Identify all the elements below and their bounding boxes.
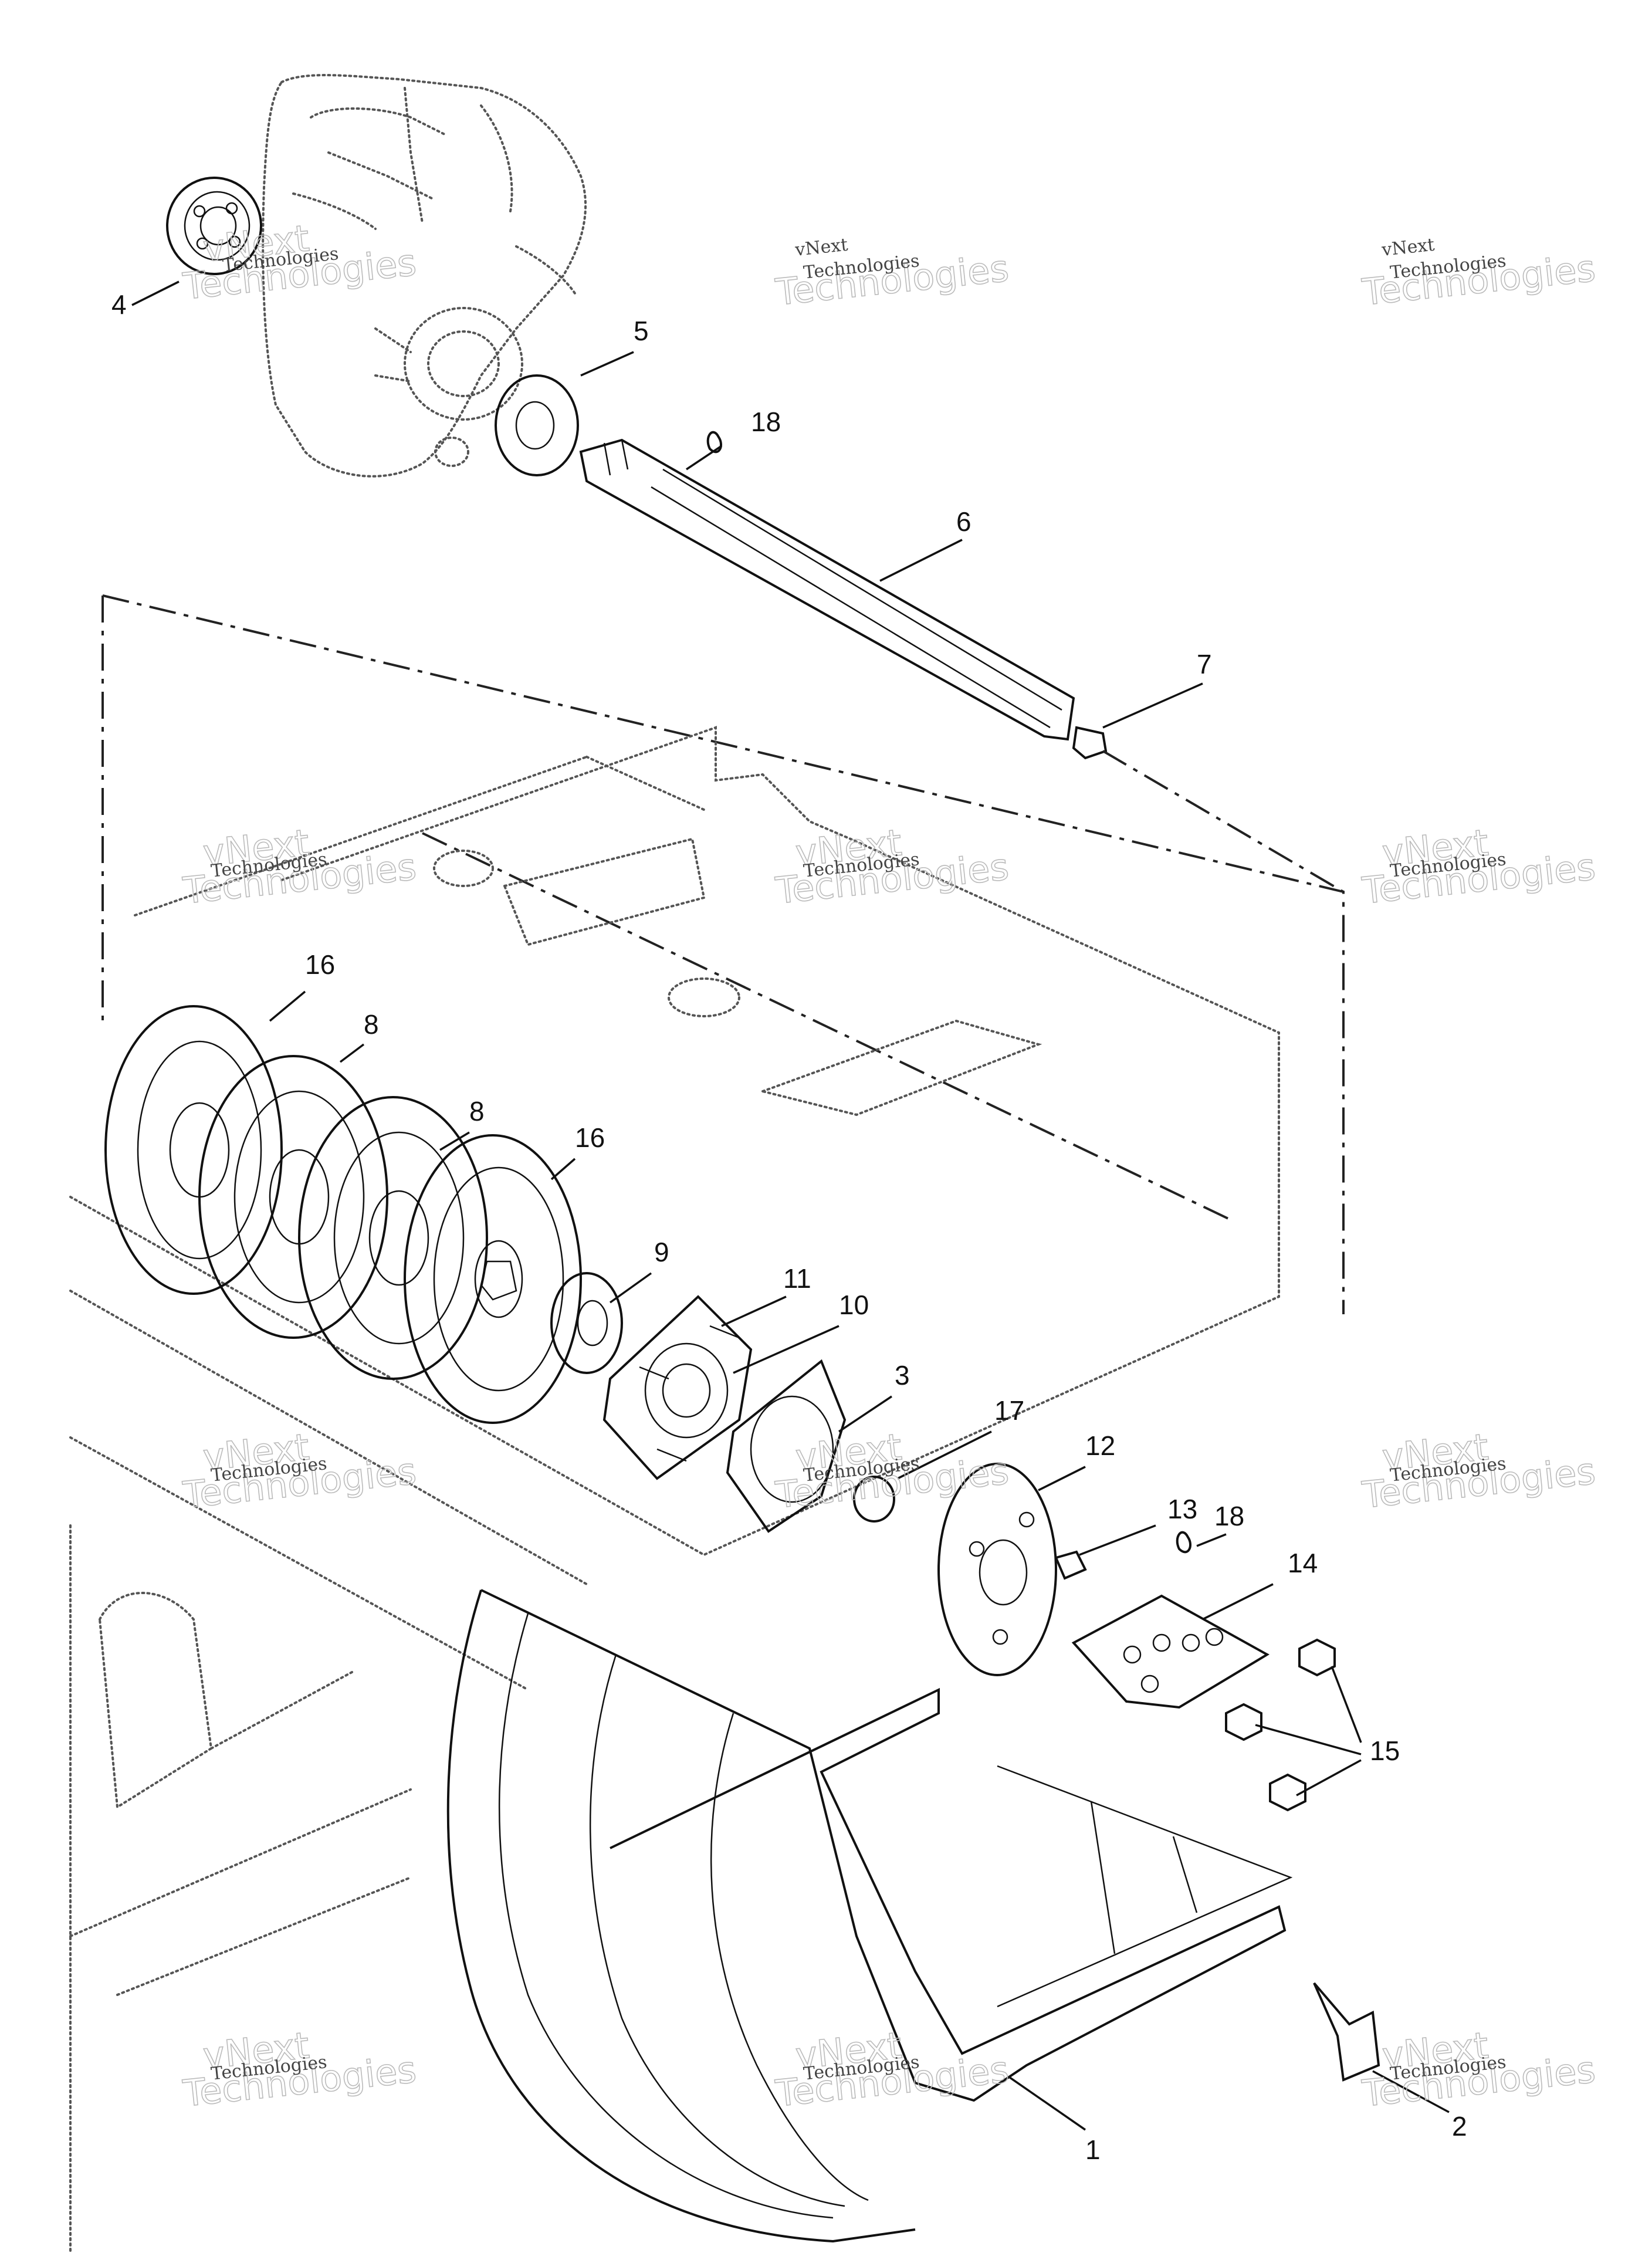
callout-16-left: 16 xyxy=(305,949,335,980)
callout-11: 11 xyxy=(783,1263,811,1294)
watermark-bottom-left: vNext Technologies Technologies xyxy=(180,2023,418,2115)
callout-13: 13 xyxy=(1167,1494,1197,1524)
drive-shaft-6 xyxy=(579,438,1075,741)
callout-17: 17 xyxy=(994,1395,1024,1426)
callout-18-bottom: 18 xyxy=(1214,1501,1244,1531)
callout-18-top: 18 xyxy=(751,407,781,437)
end-plate-12 xyxy=(937,1463,1057,1676)
ring-17 xyxy=(853,1476,895,1523)
chaincase-housing xyxy=(262,74,587,478)
watermark-top-left: vNext Technologies Technologies xyxy=(180,216,418,308)
fitting-13 xyxy=(1054,1550,1087,1580)
watermark-mid-left: vNext Technologies Technologies xyxy=(180,820,418,912)
watermark-mid-center: vNext Technologies Technologies xyxy=(773,820,1011,912)
callout-8-a: 8 xyxy=(364,1009,379,1040)
sprocket-16-right xyxy=(404,1134,582,1424)
callout-15: 15 xyxy=(1370,1736,1400,1766)
watermark-top-right: vNext Technologies Technologies xyxy=(1359,235,1597,314)
nut-15-c xyxy=(1269,1773,1306,1812)
frame xyxy=(69,726,1280,2253)
bearing-4 xyxy=(166,177,262,275)
bearing-housing-10 xyxy=(602,1295,753,1480)
callout-9: 9 xyxy=(654,1237,669,1267)
callout-7: 7 xyxy=(1197,649,1212,679)
svg-text:vNext: vNext xyxy=(1380,235,1436,261)
watermark-top-center: vNext Technologies Technologies xyxy=(773,235,1011,314)
leader-lines xyxy=(131,280,1450,2131)
nut-15-a xyxy=(1298,1638,1336,1677)
sprocket-16-left xyxy=(104,1005,283,1295)
grease-18-top xyxy=(706,431,722,454)
callout-12: 12 xyxy=(1085,1430,1115,1461)
clip-7 xyxy=(1072,726,1108,760)
callout-1: 1 xyxy=(1085,2134,1101,2165)
callout-3: 3 xyxy=(895,1360,910,1391)
callout-2: 2 xyxy=(1452,2111,1467,2142)
watermark-bottom-right: vNext Technologies Technologies xyxy=(1359,2023,1597,2115)
svg-text:vNext: vNext xyxy=(794,235,849,261)
tunnel-outline xyxy=(101,594,1345,1314)
callout-5: 5 xyxy=(634,316,649,346)
clip-2 xyxy=(1313,1982,1380,2082)
watermark-lower-right: vNext Technologies Technologies xyxy=(1359,1425,1597,1517)
watermark-lower-left: vNext Technologies Technologies xyxy=(180,1425,418,1517)
seal-9 xyxy=(550,1272,623,1374)
callout-4: 4 xyxy=(111,289,127,320)
washer-5 xyxy=(495,374,579,476)
bracket-14 xyxy=(1071,1594,1270,1709)
callout-8-b: 8 xyxy=(469,1096,485,1126)
track-1 xyxy=(446,1589,1293,2243)
watermark-mid-right: vNext Technologies Technologies xyxy=(1359,820,1597,912)
callout-16-right: 16 xyxy=(575,1122,605,1153)
watermark-lower-center: vNext Technologies Technologies xyxy=(773,1425,1011,1517)
grease-18-bottom xyxy=(1176,1531,1191,1554)
callout-6: 6 xyxy=(956,506,971,537)
sprocket-8-b xyxy=(298,1096,488,1380)
callouts: 4 5 18 6 7 16 8 8 16 9 11 10 3 17 12 13 … xyxy=(111,289,1467,2165)
nut-15-b xyxy=(1225,1703,1262,1741)
sprocket-8-a xyxy=(198,1055,388,1339)
callout-14: 14 xyxy=(1288,1548,1318,1578)
watermarks: vNext Technologies Technologies vNext Te… xyxy=(180,216,1597,2115)
flange-3 xyxy=(726,1359,847,1533)
callout-10: 10 xyxy=(839,1290,869,1320)
